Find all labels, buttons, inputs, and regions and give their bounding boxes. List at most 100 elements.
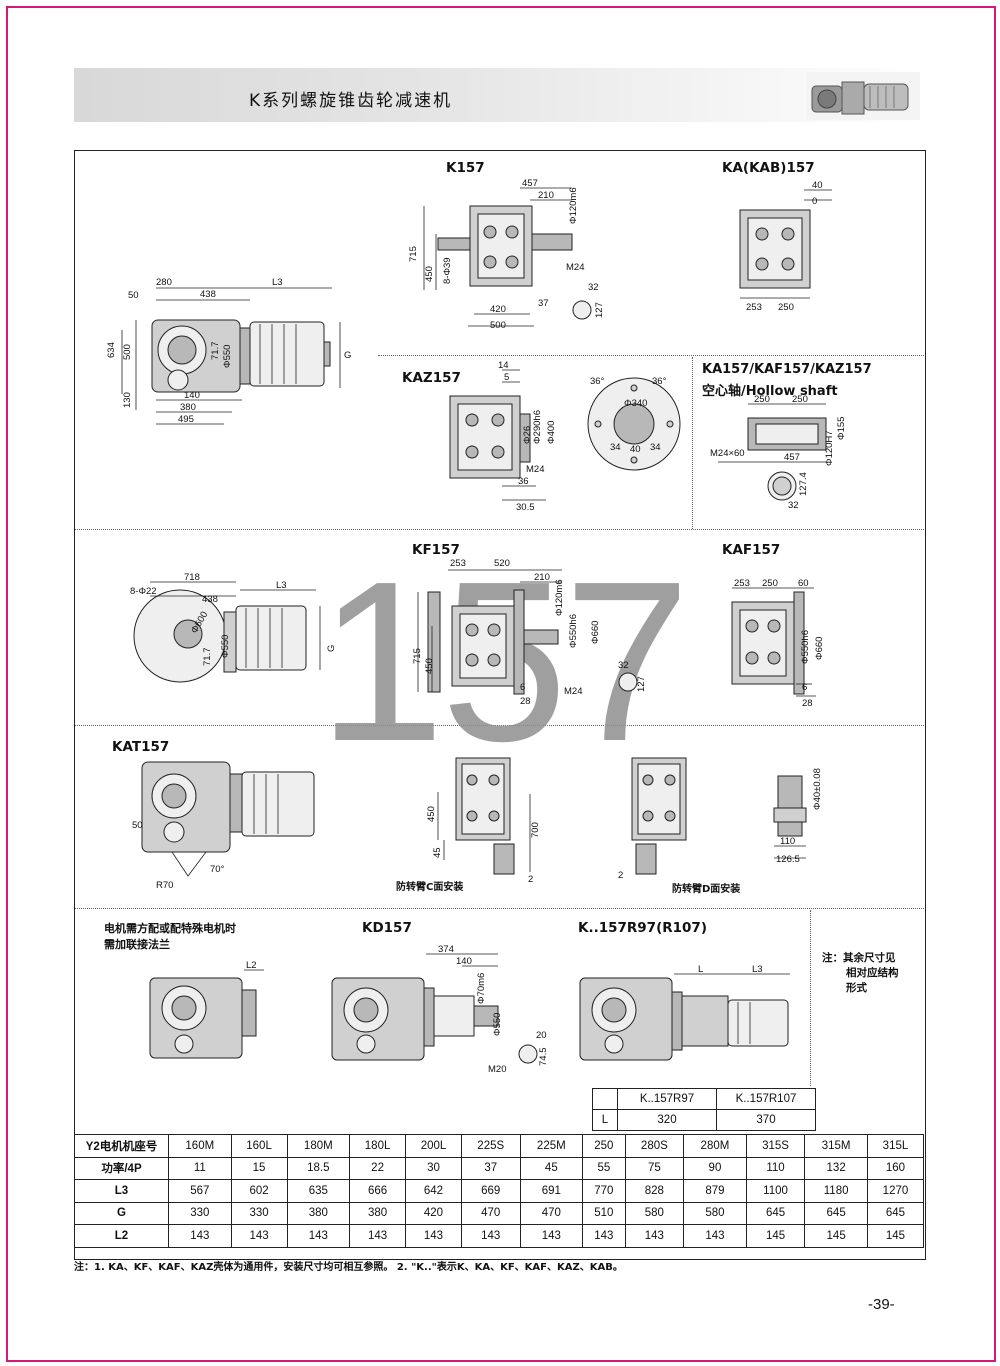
svg-text:450: 450 xyxy=(424,658,435,674)
table-cell: 635 xyxy=(286,1179,351,1203)
table-header: 160L xyxy=(230,1134,288,1158)
svg-text:2: 2 xyxy=(528,874,533,885)
table-cell: 18.5 xyxy=(286,1156,351,1180)
svg-text:L3: L3 xyxy=(752,964,763,975)
table-cell: 602 xyxy=(230,1179,288,1203)
table-row: 功率/4P 11 15 18.5 22 30 37 45 55 75 90 11… xyxy=(74,1156,925,1180)
svg-text:Φ120H7: Φ120H7 xyxy=(824,430,835,466)
table-cell: 580 xyxy=(624,1201,685,1225)
svg-text:70°: 70° xyxy=(210,864,225,875)
table-cell: 143 xyxy=(349,1224,407,1248)
table-cell: 143 xyxy=(683,1224,747,1248)
svg-text:50: 50 xyxy=(132,820,143,831)
svg-text:253: 253 xyxy=(450,558,466,569)
table-cell: 645 xyxy=(745,1201,806,1225)
svg-text:140: 140 xyxy=(184,390,200,401)
svg-text:2: 2 xyxy=(618,870,623,881)
table-cell: 666 xyxy=(349,1179,407,1203)
svg-text:Φ120m6: Φ120m6 xyxy=(554,579,565,616)
l-table-cell: 320 xyxy=(617,1109,717,1131)
svg-text:126.5: 126.5 xyxy=(776,854,800,865)
svg-text:8-Φ22: 8-Φ22 xyxy=(130,586,157,597)
table-cell: 645 xyxy=(804,1201,868,1225)
divider xyxy=(692,357,693,529)
svg-text:R70: R70 xyxy=(156,880,173,891)
svg-text:34: 34 xyxy=(610,442,621,453)
table-header: 315S xyxy=(745,1134,806,1158)
table-row: Y2电机机座号 160M 160L 180M 180L 200L 225S 22… xyxy=(74,1134,925,1158)
drawing-kat157-mount-d: 2 xyxy=(618,757,687,881)
table-header: Y2电机机座号 xyxy=(74,1134,169,1158)
table-header: 250 xyxy=(582,1134,626,1158)
table-cell: 160 xyxy=(866,1156,925,1180)
row-label: 功率/4P xyxy=(74,1156,169,1180)
table-header: 180M xyxy=(286,1134,351,1158)
page-header: K系列螺旋锥齿轮减速机 xyxy=(74,68,924,122)
svg-text:Φ550h6: Φ550h6 xyxy=(568,614,579,648)
table-cell: 15 xyxy=(230,1156,288,1180)
l-table-header: K..157R97 xyxy=(617,1088,717,1110)
svg-text:210: 210 xyxy=(534,572,550,583)
svg-text:5: 5 xyxy=(504,372,509,383)
table-cell: 1100 xyxy=(745,1179,806,1203)
table-header: 280S xyxy=(624,1134,685,1158)
table-cell: 828 xyxy=(624,1179,685,1203)
divider xyxy=(75,725,924,726)
svg-text:495: 495 xyxy=(178,414,194,425)
l-table-row-label: L xyxy=(592,1109,618,1131)
svg-text:Φ70m6: Φ70m6 xyxy=(476,973,487,1004)
row-label: L3 xyxy=(74,1179,169,1203)
svg-text:71.7: 71.7 xyxy=(210,342,221,361)
svg-text:127: 127 xyxy=(636,676,647,692)
table-header: 315L xyxy=(866,1134,925,1158)
svg-text:M24: M24 xyxy=(564,686,582,697)
table-cell: 55 xyxy=(582,1156,626,1180)
svg-text:250: 250 xyxy=(778,302,794,313)
svg-text:Φ290h6: Φ290h6 xyxy=(532,410,543,444)
svg-text:140: 140 xyxy=(456,956,472,967)
drawing-sheet xyxy=(74,150,926,1260)
page-title: K系列螺旋锥齿轮减速机 xyxy=(249,91,453,111)
svg-text:520: 520 xyxy=(494,558,510,569)
table-cell: 143 xyxy=(405,1224,462,1248)
table-cell: 645 xyxy=(866,1201,925,1225)
table-cell: 510 xyxy=(582,1201,626,1225)
svg-text:G: G xyxy=(344,350,351,361)
table-cell: 143 xyxy=(168,1224,232,1248)
svg-text:14: 14 xyxy=(498,360,509,371)
svg-text:30.5: 30.5 xyxy=(516,502,535,513)
table-cell: 470 xyxy=(460,1201,521,1225)
table-cell: 380 xyxy=(349,1201,407,1225)
table-cell: 330 xyxy=(168,1201,232,1225)
svg-text:438: 438 xyxy=(202,594,218,605)
table-cell: 330 xyxy=(230,1201,288,1225)
table-cell: 37 xyxy=(460,1156,521,1180)
svg-text:Φ550: Φ550 xyxy=(222,345,233,368)
svg-text:37: 37 xyxy=(538,298,549,309)
label-ka157: KA(KAB)157 xyxy=(722,160,815,176)
label-kr97: K..157R97(R107) xyxy=(578,920,707,936)
table-row: L2 143 143 143 143 143 143 143 143 143 1… xyxy=(74,1224,925,1248)
table-cell: 143 xyxy=(582,1224,626,1248)
label-mount-d: 防转臂D面安装 xyxy=(672,884,741,895)
table-cell: 420 xyxy=(405,1201,462,1225)
svg-text:40: 40 xyxy=(630,444,641,455)
svg-text:500: 500 xyxy=(490,320,506,331)
table-cell: 580 xyxy=(683,1201,747,1225)
spec-table: Y2电机机座号 160M 160L 180M 180L 200L 225S 22… xyxy=(74,1134,925,1248)
table-cell: 22 xyxy=(349,1156,407,1180)
table-cell: 470 xyxy=(519,1201,584,1225)
label-mount-c: 防转臂C面安装 xyxy=(396,882,464,893)
table-row: L3 567 602 635 666 642 669 691 770 828 8… xyxy=(74,1179,925,1203)
side-note-1: 注：其余尺寸见 xyxy=(822,952,896,964)
table-header: 225M xyxy=(519,1134,584,1158)
label-hollow-shaft: 空心轴/Hollow shaft xyxy=(702,384,838,399)
table-cell: 380 xyxy=(286,1201,351,1225)
divider xyxy=(378,355,924,356)
table-cell: 145 xyxy=(804,1224,868,1248)
